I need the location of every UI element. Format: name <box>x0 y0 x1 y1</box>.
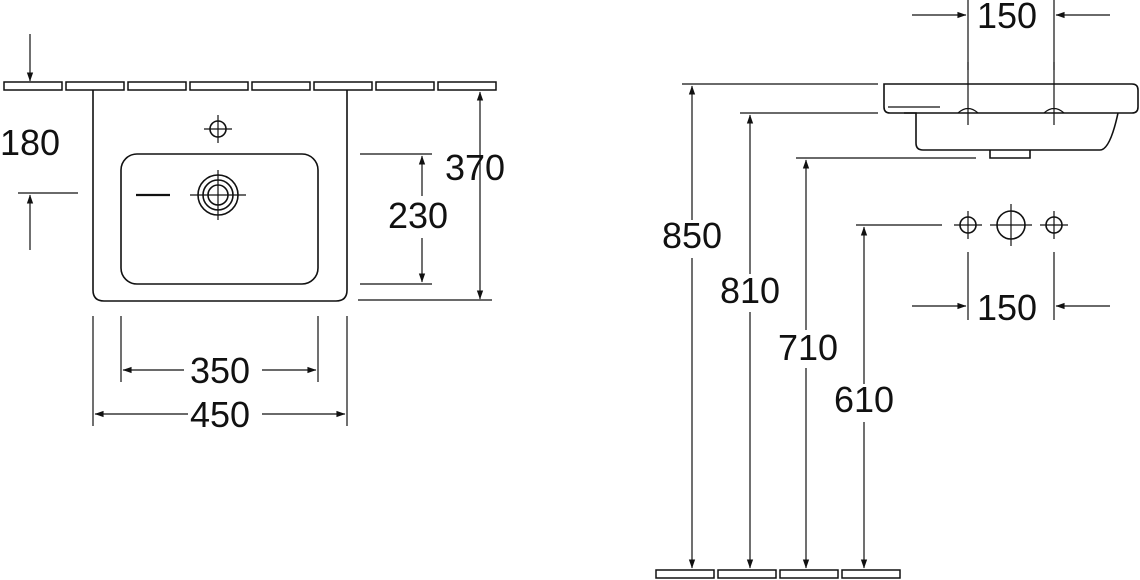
dim-height-rim: 850 <box>662 83 878 569</box>
dim-label-370: 370 <box>445 147 505 188</box>
dim-overall-width: 450 <box>92 316 348 435</box>
dim-label-150-bottom: 150 <box>977 287 1037 328</box>
dim-label-710: 710 <box>778 327 838 368</box>
dim-label-150-top: 150 <box>977 0 1037 36</box>
dim-height-connections: 610 <box>834 224 942 569</box>
dim-height-underside: 810 <box>720 112 878 569</box>
dim-overall-depth: 370 <box>358 91 505 301</box>
dim-label-850: 850 <box>662 215 722 256</box>
dim-tap-spacing-top: 150 <box>912 0 1110 70</box>
tap-hole-icon <box>204 115 232 143</box>
dim-bowl-width: 350 <box>120 316 319 391</box>
side-view: 150 850 810 <box>655 0 1139 579</box>
dim-tap-spacing-bottom: 150 <box>912 252 1110 328</box>
wall-strip-plan <box>3 81 497 91</box>
bowl-outline <box>120 153 319 285</box>
basin-side-profile <box>883 62 1139 159</box>
dim-label-810: 810 <box>720 270 780 311</box>
dim-label-450: 450 <box>190 394 250 435</box>
dim-bowl-depth: 230 <box>360 153 448 285</box>
dim-height-outlet: 710 <box>778 157 976 569</box>
drain-icon <box>136 170 246 220</box>
floor-strip <box>655 569 901 579</box>
dim-label-350: 350 <box>190 350 250 391</box>
dim-label-230: 230 <box>388 195 448 236</box>
dim-label-610: 610 <box>834 379 894 420</box>
basin-outline <box>92 90 348 302</box>
plan-view: 180 370 230 350 <box>0 34 505 435</box>
dim-depth-to-tap: 180 <box>0 34 78 250</box>
dim-label-180: 180 <box>0 122 60 163</box>
wall-connections-icon <box>954 204 1068 246</box>
